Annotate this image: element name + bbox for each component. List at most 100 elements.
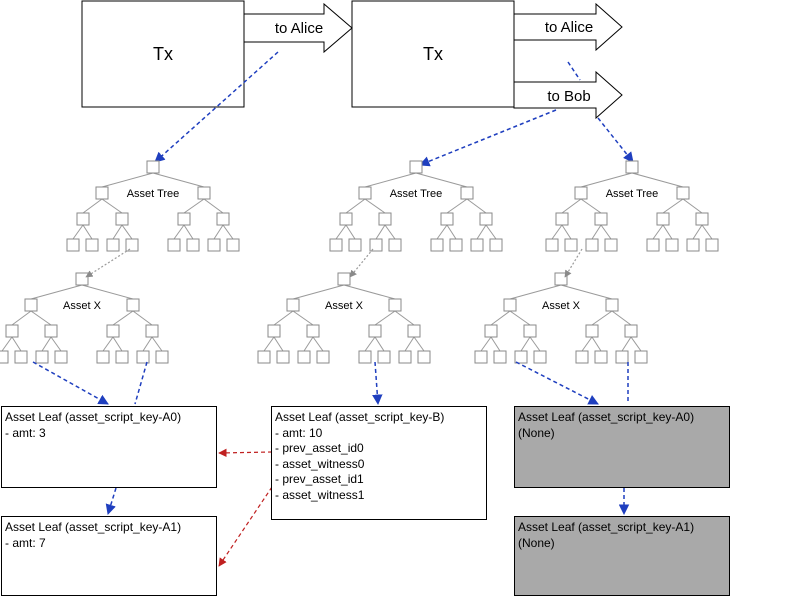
asset-x-tree-2-edge-2-1-1 bbox=[312, 336, 324, 352]
asset-tree-3-node-3-0 bbox=[545, 238, 559, 252]
asset-tree-2-node-0-0 bbox=[409, 160, 423, 174]
asset-tree-3-edge-2-2-0 bbox=[652, 224, 664, 240]
asset-x-tree-1: Asset X bbox=[0, 272, 169, 364]
asset-x-tree-2-edge-2-0-1 bbox=[273, 336, 284, 352]
asset-x-tree-1-edge-2-2-1 bbox=[112, 336, 123, 352]
asset-tree-2-edge-1-1-1 bbox=[466, 198, 487, 214]
link-tree1-to-sub1 bbox=[85, 248, 131, 278]
asset-tree-3-node-2-0 bbox=[555, 212, 569, 226]
asset-x-tree-1-label: Asset X bbox=[63, 300, 102, 312]
asset-tree-1-node-3-6 bbox=[207, 238, 221, 252]
asset-tree-3-edge-2-3-0 bbox=[692, 224, 703, 240]
asset-x-tree-3-edge-2-1-0 bbox=[520, 336, 531, 352]
asset-leaf-na0-title: Asset Leaf (asset_script_key-A0) bbox=[518, 410, 695, 424]
asset-leaf-na0-value: (None) bbox=[518, 425, 555, 440]
asset-x-tree-1-edge-2-0-0 bbox=[1, 336, 13, 352]
link-bob-to-tree3 bbox=[597, 117, 634, 163]
asset-leaf-b-asset-witness1: - asset_witness1 bbox=[275, 487, 365, 502]
asset-tree-2-node-3-5 bbox=[449, 238, 463, 252]
asset-tree-2-edge-1-0-0 bbox=[345, 198, 366, 214]
asset-x-tree-2-label: Asset X bbox=[325, 300, 364, 312]
link-tree3-to-sub3 bbox=[564, 248, 583, 278]
asset-x-tree-3-node-3-6 bbox=[615, 350, 629, 364]
asset-leaf-b-title: Asset Leaf (asset_script_key-B) bbox=[275, 410, 445, 424]
asset-tree-3-node-1-1 bbox=[676, 186, 690, 200]
asset-tree-1-edge-2-2-0 bbox=[173, 224, 185, 240]
asset-tree-1-edge-0-0-1 bbox=[152, 172, 205, 188]
asset-x-tree-3-edge-2-2-1 bbox=[591, 336, 602, 352]
asset-tree-1-node-2-3 bbox=[216, 212, 230, 226]
asset-x-tree-2-edge-0-0-0 bbox=[292, 284, 345, 300]
asset-tree-2-node-3-0 bbox=[329, 238, 343, 252]
asset-tree-3-edge-2-0-0 bbox=[551, 224, 563, 240]
asset-tree-1-node-2-2 bbox=[177, 212, 191, 226]
asset-tree-3-edge-0-0-0 bbox=[580, 172, 633, 188]
asset-tree-2-node-3-7 bbox=[489, 238, 503, 252]
asset-x-tree-2-edge-2-2-0 bbox=[364, 336, 376, 352]
asset-x-tree-1-edge-2-1-0 bbox=[41, 336, 52, 352]
asset-leaf-a1: Asset Leaf (asset_script_key-A1) - amt: … bbox=[1, 516, 217, 596]
asset-tree-2-edge-2-1-1 bbox=[384, 224, 396, 240]
asset-x-tree-2: Asset X bbox=[257, 272, 431, 364]
asset-x-tree-1-edge-0-0-1 bbox=[81, 284, 134, 300]
output-arrow-tx2-alice-label: to Alice bbox=[545, 19, 593, 36]
asset-x-tree-2-edge-1-1-0 bbox=[374, 310, 396, 326]
asset-tree-2-label: Asset Tree bbox=[390, 188, 443, 200]
asset-tree-2-edge-2-2-1 bbox=[446, 224, 457, 240]
asset-x-tree-3-node-3-4 bbox=[575, 350, 589, 364]
asset-x-tree-1-edge-1-1-1 bbox=[132, 310, 153, 326]
asset-x-tree-2-edge-2-0-0 bbox=[263, 336, 275, 352]
asset-x-tree-2-edge-2-3-0 bbox=[404, 336, 415, 352]
asset-tree-1-edge-1-0-1 bbox=[101, 198, 123, 214]
asset-tree-3-node-2-3 bbox=[695, 212, 709, 226]
asset-x-tree-2-node-3-5 bbox=[377, 350, 391, 364]
asset-x-tree-2-edge-2-1-0 bbox=[303, 336, 314, 352]
asset-tree-1-edge-2-3-1 bbox=[222, 224, 234, 240]
asset-leaf-na0: Asset Leaf (asset_script_key-A0) (None) bbox=[514, 406, 730, 488]
asset-x-tree-2-node-1-0 bbox=[286, 298, 300, 312]
asset-x-tree-1-node-2-1 bbox=[44, 324, 58, 338]
tx-box-2-label: Tx bbox=[423, 44, 443, 64]
link-leaf-b-to-a0 bbox=[218, 448, 273, 458]
asset-tree-3-edge-1-0-1 bbox=[580, 198, 602, 214]
asset-tree-1-label-bg bbox=[123, 186, 183, 200]
asset-x-tree-2-edge-1-1-1 bbox=[394, 310, 415, 326]
asset-x-tree-2-node-3-7 bbox=[417, 350, 431, 364]
asset-x-tree-3-edge-2-0-0 bbox=[480, 336, 492, 352]
asset-x-tree-3-node-1-0 bbox=[503, 298, 517, 312]
asset-tree-1-node-1-1 bbox=[197, 186, 211, 200]
asset-x-tree-1-edge-2-2-0 bbox=[102, 336, 114, 352]
asset-x-tree-2-edge-2-2-1 bbox=[374, 336, 385, 352]
asset-tree-1-node-1-0 bbox=[95, 186, 109, 200]
asset-x-tree-3-node-2-2 bbox=[585, 324, 599, 338]
asset-x-tree-3-edge-2-3-0 bbox=[621, 336, 632, 352]
asset-x-tree-1-node-3-0 bbox=[0, 350, 9, 364]
asset-tree-1-edge-0-0-0 bbox=[101, 172, 154, 188]
asset-tree-2-edge-2-3-0 bbox=[476, 224, 487, 240]
asset-x-tree-3-node-3-7 bbox=[634, 350, 648, 364]
asset-x-tree-3-node-2-1 bbox=[523, 324, 537, 338]
asset-x-tree-1-node-1-0 bbox=[24, 298, 38, 312]
link-leaf-a0-to-a1 bbox=[105, 487, 117, 516]
asset-leaf-a0-title: Asset Leaf (asset_script_key-A0) bbox=[5, 410, 182, 424]
link-sub1-to-leaf-a0-right bbox=[134, 361, 148, 405]
asset-x-tree-3-label: Asset X bbox=[542, 300, 581, 312]
asset-tree-3-node-3-3 bbox=[604, 238, 618, 252]
asset-x-tree-3-node-3-2 bbox=[514, 350, 528, 364]
asset-tree-2: Asset Tree bbox=[329, 160, 503, 252]
output-arrow-tx2-bob bbox=[513, 70, 623, 120]
link-leaf-b-to-a1 bbox=[218, 486, 273, 567]
asset-tree-2-edge-2-3-1 bbox=[485, 224, 497, 240]
asset-tree-2-edge-1-1-0 bbox=[446, 198, 468, 214]
output-arrow-tx1-alice bbox=[243, 2, 353, 54]
asset-tree-1-edge-2-1-1 bbox=[121, 224, 133, 240]
asset-x-tree-2-label-bg bbox=[314, 298, 374, 312]
asset-x-tree-3-node-1-1 bbox=[605, 298, 619, 312]
asset-tree-3-node-3-7 bbox=[705, 238, 719, 252]
asset-tree-1-node-3-0 bbox=[66, 238, 80, 252]
output-arrow-tx2-alice bbox=[513, 2, 623, 52]
asset-x-tree-1-node-1-1 bbox=[126, 298, 140, 312]
asset-leaf-na1: Asset Leaf (asset_script_key-A1) (None) bbox=[514, 516, 730, 596]
